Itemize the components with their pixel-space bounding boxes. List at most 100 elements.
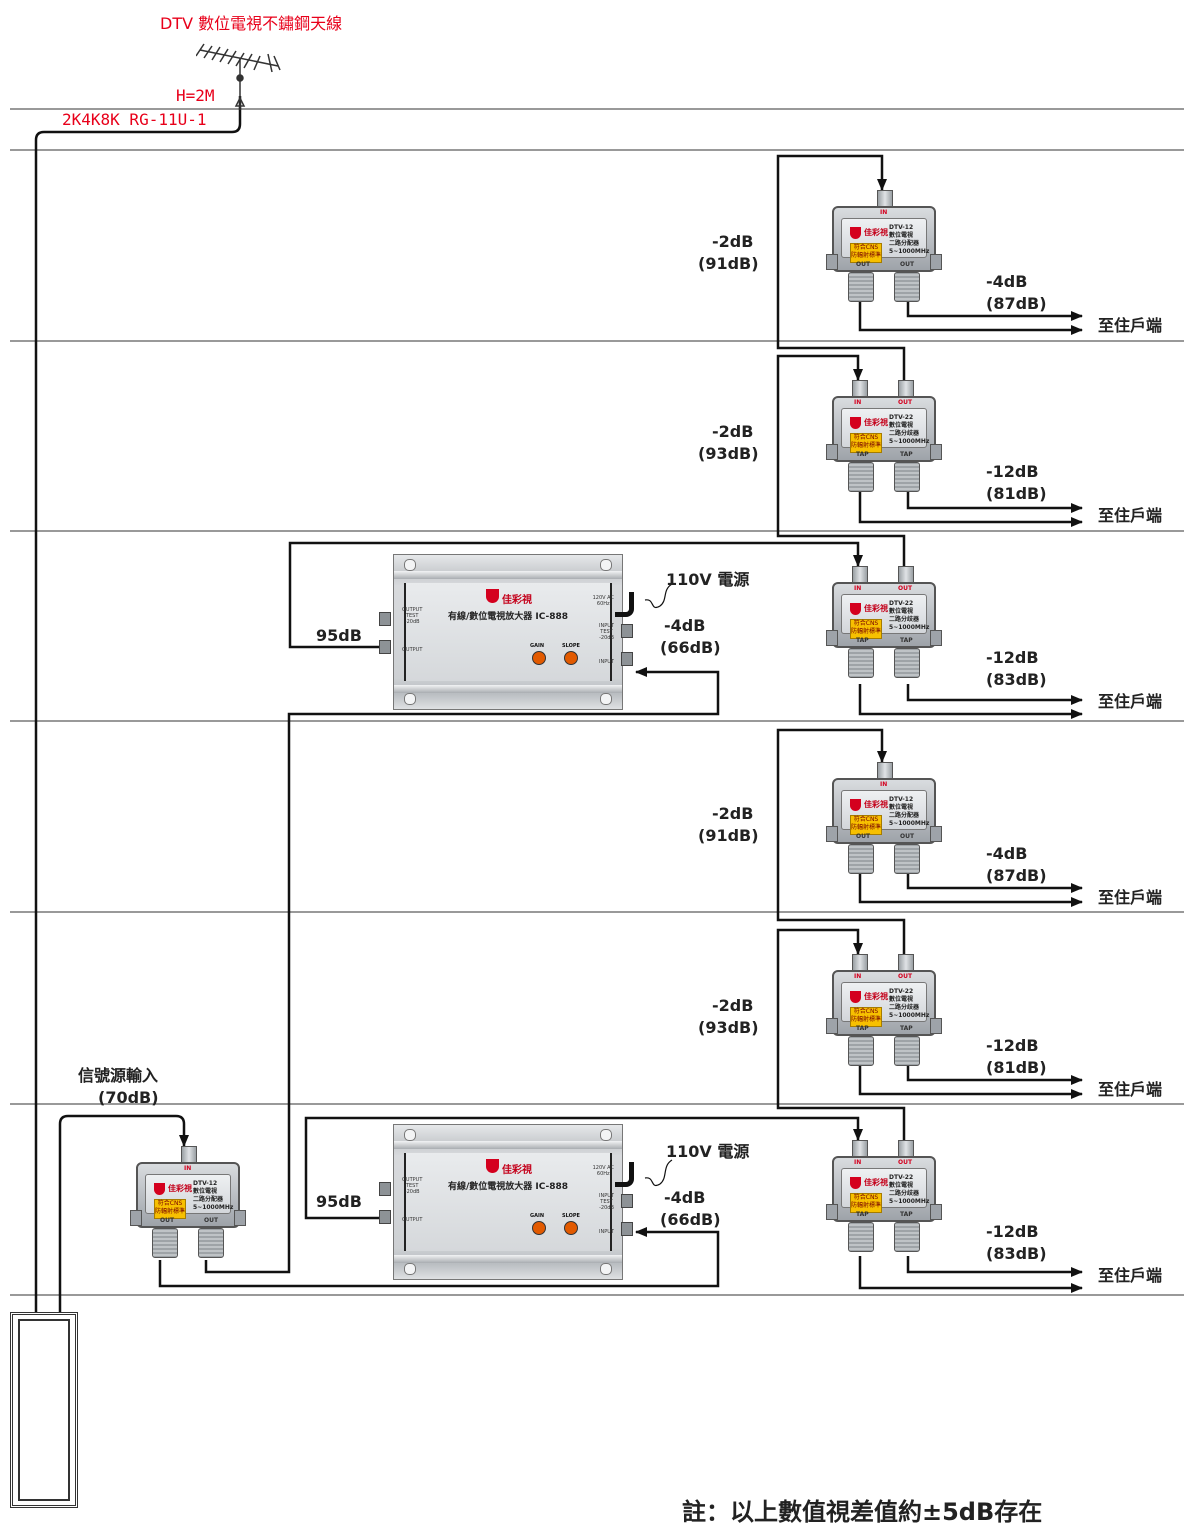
port2-label: OUT: [204, 1217, 219, 1224]
out-label: OUT: [898, 585, 913, 592]
tap-loss: -12dB: [986, 1036, 1039, 1055]
drop-1a: [858, 302, 1083, 335]
gain-label: GAIN: [530, 1213, 545, 1219]
device-line1: 數位電視: [889, 1182, 914, 1189]
brand-logo-icon: [154, 1183, 165, 1195]
tap-level: (87dB): [986, 866, 1047, 885]
port1-label: OUT: [856, 833, 871, 840]
tap-loss: -12dB: [986, 1222, 1039, 1241]
drop-3b: [906, 684, 1083, 705]
tap-level: (87dB): [986, 294, 1047, 313]
subscriber-label: 至住戶端: [1098, 692, 1163, 711]
port2-label: TAP: [900, 1211, 913, 1218]
mount-tab: [826, 1204, 838, 1220]
device-freq: 5~1000MHz: [889, 438, 930, 445]
mount-tab: [234, 1210, 246, 1226]
in-label: IN: [880, 209, 888, 216]
slope-knob[interactable]: [564, 1221, 578, 1235]
cns-badge: 符合CNS 防輻射標準: [154, 1199, 186, 1219]
chain-3-2: [776, 354, 906, 566]
device-line2: 二路分配器: [889, 812, 920, 819]
device-model: DTV-12: [193, 1180, 218, 1187]
mount-tab: [826, 826, 838, 842]
in-label: IN: [184, 1165, 192, 1172]
drop-1b: [906, 302, 1083, 321]
in-label: IN: [880, 781, 888, 788]
mount-tab: [930, 1204, 942, 1220]
device-line2: 二路分歧器: [889, 1004, 920, 1011]
feed-level: (91dB): [698, 254, 759, 273]
output-test-port: [379, 612, 391, 626]
brand-logo-icon: [486, 1159, 499, 1173]
gain-knob[interactable]: [532, 1221, 546, 1235]
gain-knob[interactable]: [532, 651, 546, 665]
port1-connector: [848, 272, 874, 302]
slope-knob[interactable]: [564, 651, 578, 665]
subscriber-label: 至住戶端: [1098, 316, 1163, 335]
port2-label: OUT: [900, 261, 915, 268]
power-cord-icon: [615, 592, 634, 617]
port1-connector: [848, 1036, 874, 1066]
input-test-port: [621, 624, 633, 638]
amp1-output: [288, 541, 863, 649]
device-freq: 5~1000MHz: [889, 1198, 930, 1205]
port1-label: OUT: [160, 1217, 175, 1224]
mount-tab: [930, 826, 942, 842]
amp2-power-label: 110V 電源: [666, 1142, 750, 1161]
cns-badge: 符合CNS 防輻射標準: [850, 243, 882, 263]
antenna-downlead: [34, 96, 242, 1312]
subscriber-label: 至住戶端: [1098, 888, 1163, 907]
output-port: [379, 1210, 391, 1224]
antenna-title: DTV 數位電視不鏽鋼天線: [160, 14, 343, 33]
device-model: DTV-22: [889, 414, 914, 421]
power-cord-2: [644, 1159, 673, 1186]
mount-tab: [130, 1210, 142, 1226]
drop-2a: [858, 492, 1083, 527]
chain-2-1: [776, 154, 906, 380]
cns-badge: 符合CNS 防輻射標準: [850, 433, 882, 453]
amp-output: OUTPUT: [402, 1217, 423, 1223]
mount-tab: [930, 1018, 942, 1034]
amp-ac: 120V AC 60Hz: [592, 1165, 614, 1177]
cns-badge: 符合CNS 防輻射標準: [850, 619, 882, 639]
subscriber-label: 至住戶端: [1098, 1266, 1163, 1285]
port2-connector: [894, 1222, 920, 1252]
amp-ac: 120V AC 60Hz: [592, 595, 614, 607]
port2-label: OUT: [900, 833, 915, 840]
device-model: DTV-12: [889, 796, 914, 803]
brand-logo-icon: [850, 1177, 861, 1189]
device-brand: 佳彩視: [168, 1184, 192, 1193]
device-line2: 二路分配器: [193, 1196, 224, 1203]
equipment-cabinet: [10, 1312, 78, 1508]
device-line2: 二路分歧器: [889, 430, 920, 437]
device-line2: 二路分歧器: [889, 616, 920, 623]
amp-output: OUTPUT: [402, 647, 423, 653]
mount-tab: [826, 630, 838, 646]
tap-level: (81dB): [986, 1058, 1047, 1077]
feed-amp2: [158, 1227, 720, 1288]
drop-5a: [858, 1066, 1083, 1099]
amp1-input-level: (66dB): [660, 638, 721, 657]
amp2-input-loss: -4dB: [664, 1188, 706, 1207]
device-line1: 數位電視: [889, 996, 914, 1003]
drop-6a: [858, 1256, 1083, 1293]
gain-label: GAIN: [530, 643, 545, 649]
brand-logo-icon: [486, 589, 499, 603]
in-label: IN: [854, 585, 862, 592]
device-model: DTV-12: [889, 224, 914, 231]
